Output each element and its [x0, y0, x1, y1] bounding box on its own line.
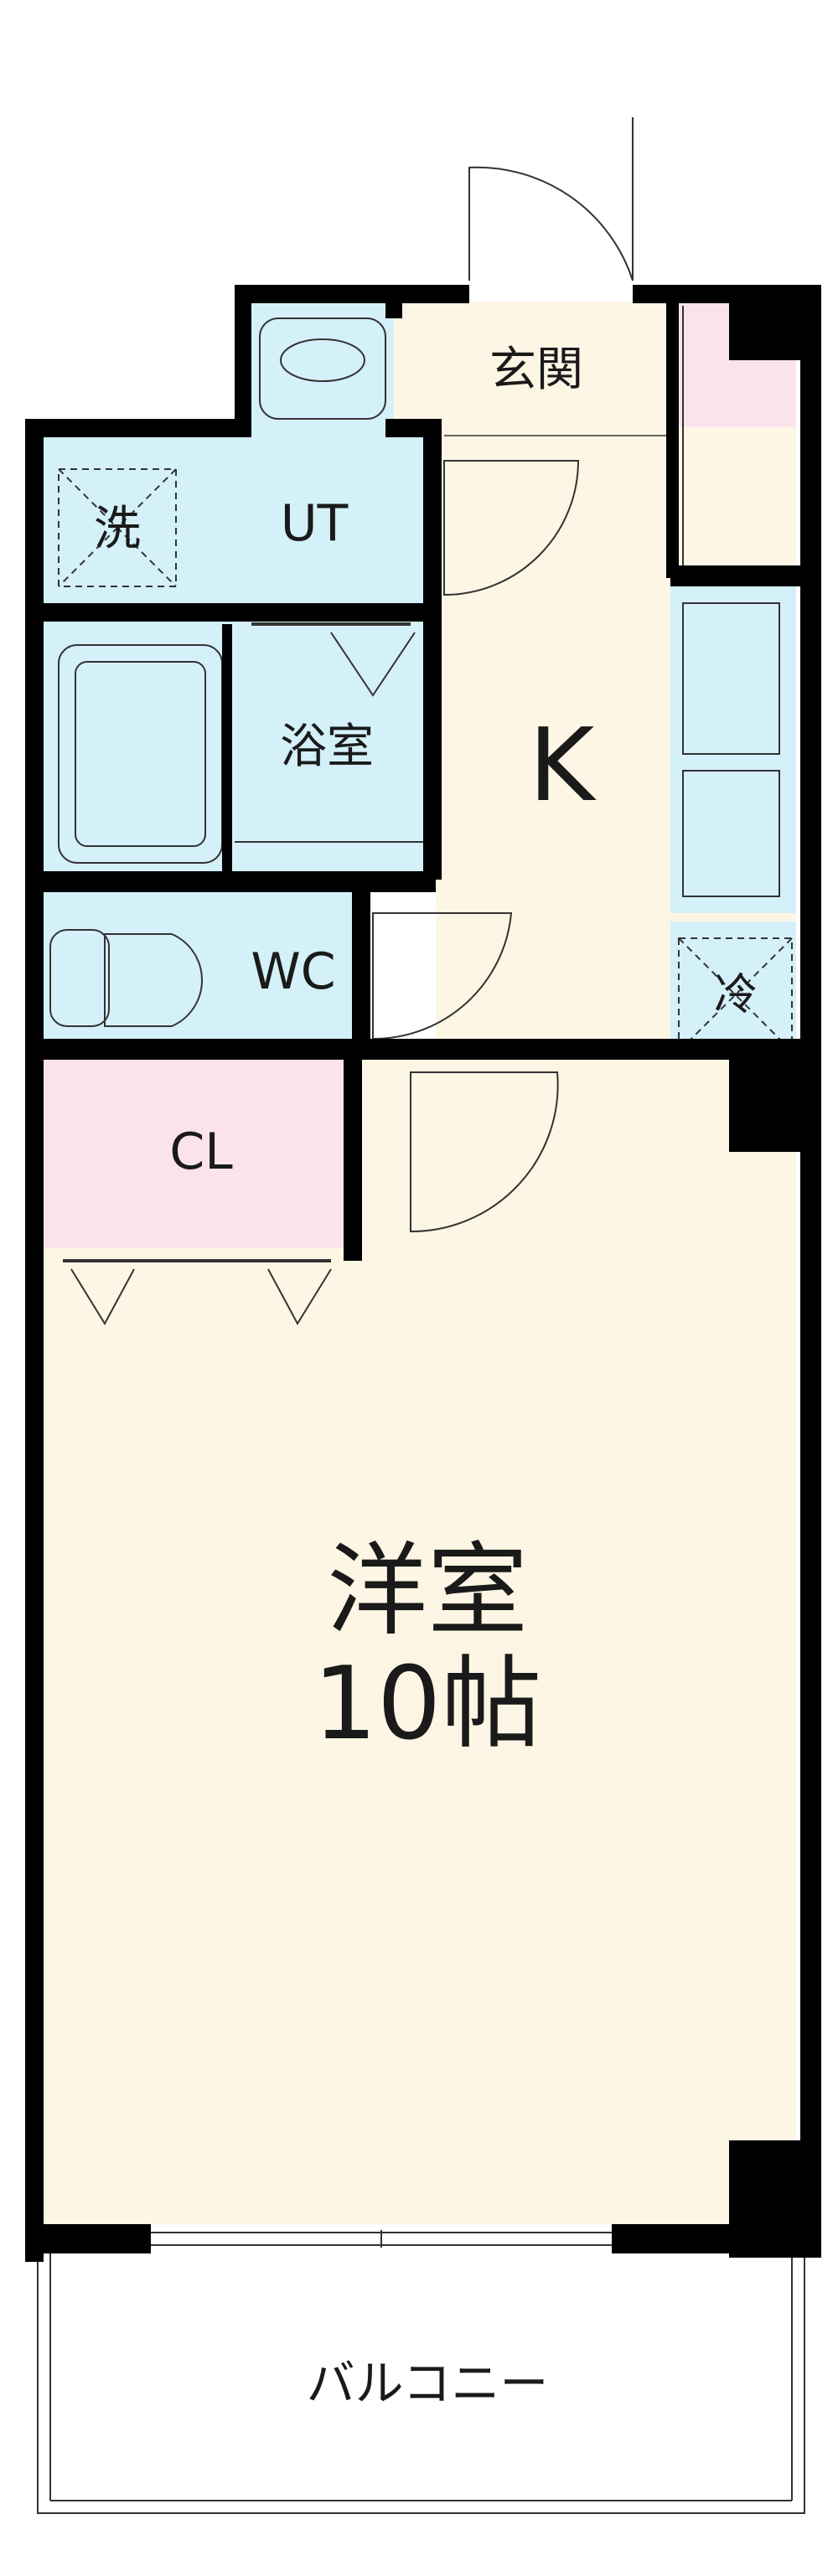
toilet-room — [42, 892, 352, 1039]
closet-label: CL — [169, 1123, 233, 1181]
entrance-door-icon — [468, 166, 634, 281]
room-door-icon — [410, 1071, 559, 1233]
utility-room — [42, 436, 436, 603]
toilet-icon — [104, 933, 204, 1027]
toilet-label: WC — [251, 942, 335, 1001]
sink-room — [243, 302, 394, 436]
kitchen-counter — [670, 586, 796, 913]
western-room-name: 洋室 — [327, 1533, 528, 1649]
closet-area-top — [42, 1051, 352, 1248]
bath-room — [42, 620, 436, 880]
kitchen-label: K — [529, 708, 597, 824]
bath-label: 浴室 — [280, 720, 374, 774]
walls — [25, 285, 821, 2262]
basin-bowl — [280, 338, 365, 382]
washer-label: 洗 — [94, 502, 141, 556]
balcony-label: バルコニー — [307, 2355, 549, 2412]
washer-space — [58, 468, 177, 587]
closet-door-icon — [70, 1268, 135, 1326]
labels: 玄関 UT 洗 浴室 K WC 冷 CL 洋室 10帖 バルコニー — [94, 343, 758, 2412]
fridge-space — [670, 921, 796, 1039]
fridge-label: 冷 — [714, 970, 758, 1020]
western-room-size: 10帖 — [313, 1646, 542, 1763]
bath-door-icon — [330, 632, 416, 697]
balcony-outline — [37, 2253, 805, 2514]
wash-basin-icon — [259, 317, 386, 420]
utility-label: UT — [281, 494, 349, 553]
area-fills — [42, 302, 796, 2224]
utility-door-icon — [443, 460, 580, 596]
entrance-label: 玄関 — [489, 343, 583, 397]
entrance-area — [394, 302, 670, 436]
wc-door-icon — [372, 912, 513, 1040]
stove-icon — [682, 770, 780, 897]
sink-icon — [682, 602, 780, 755]
